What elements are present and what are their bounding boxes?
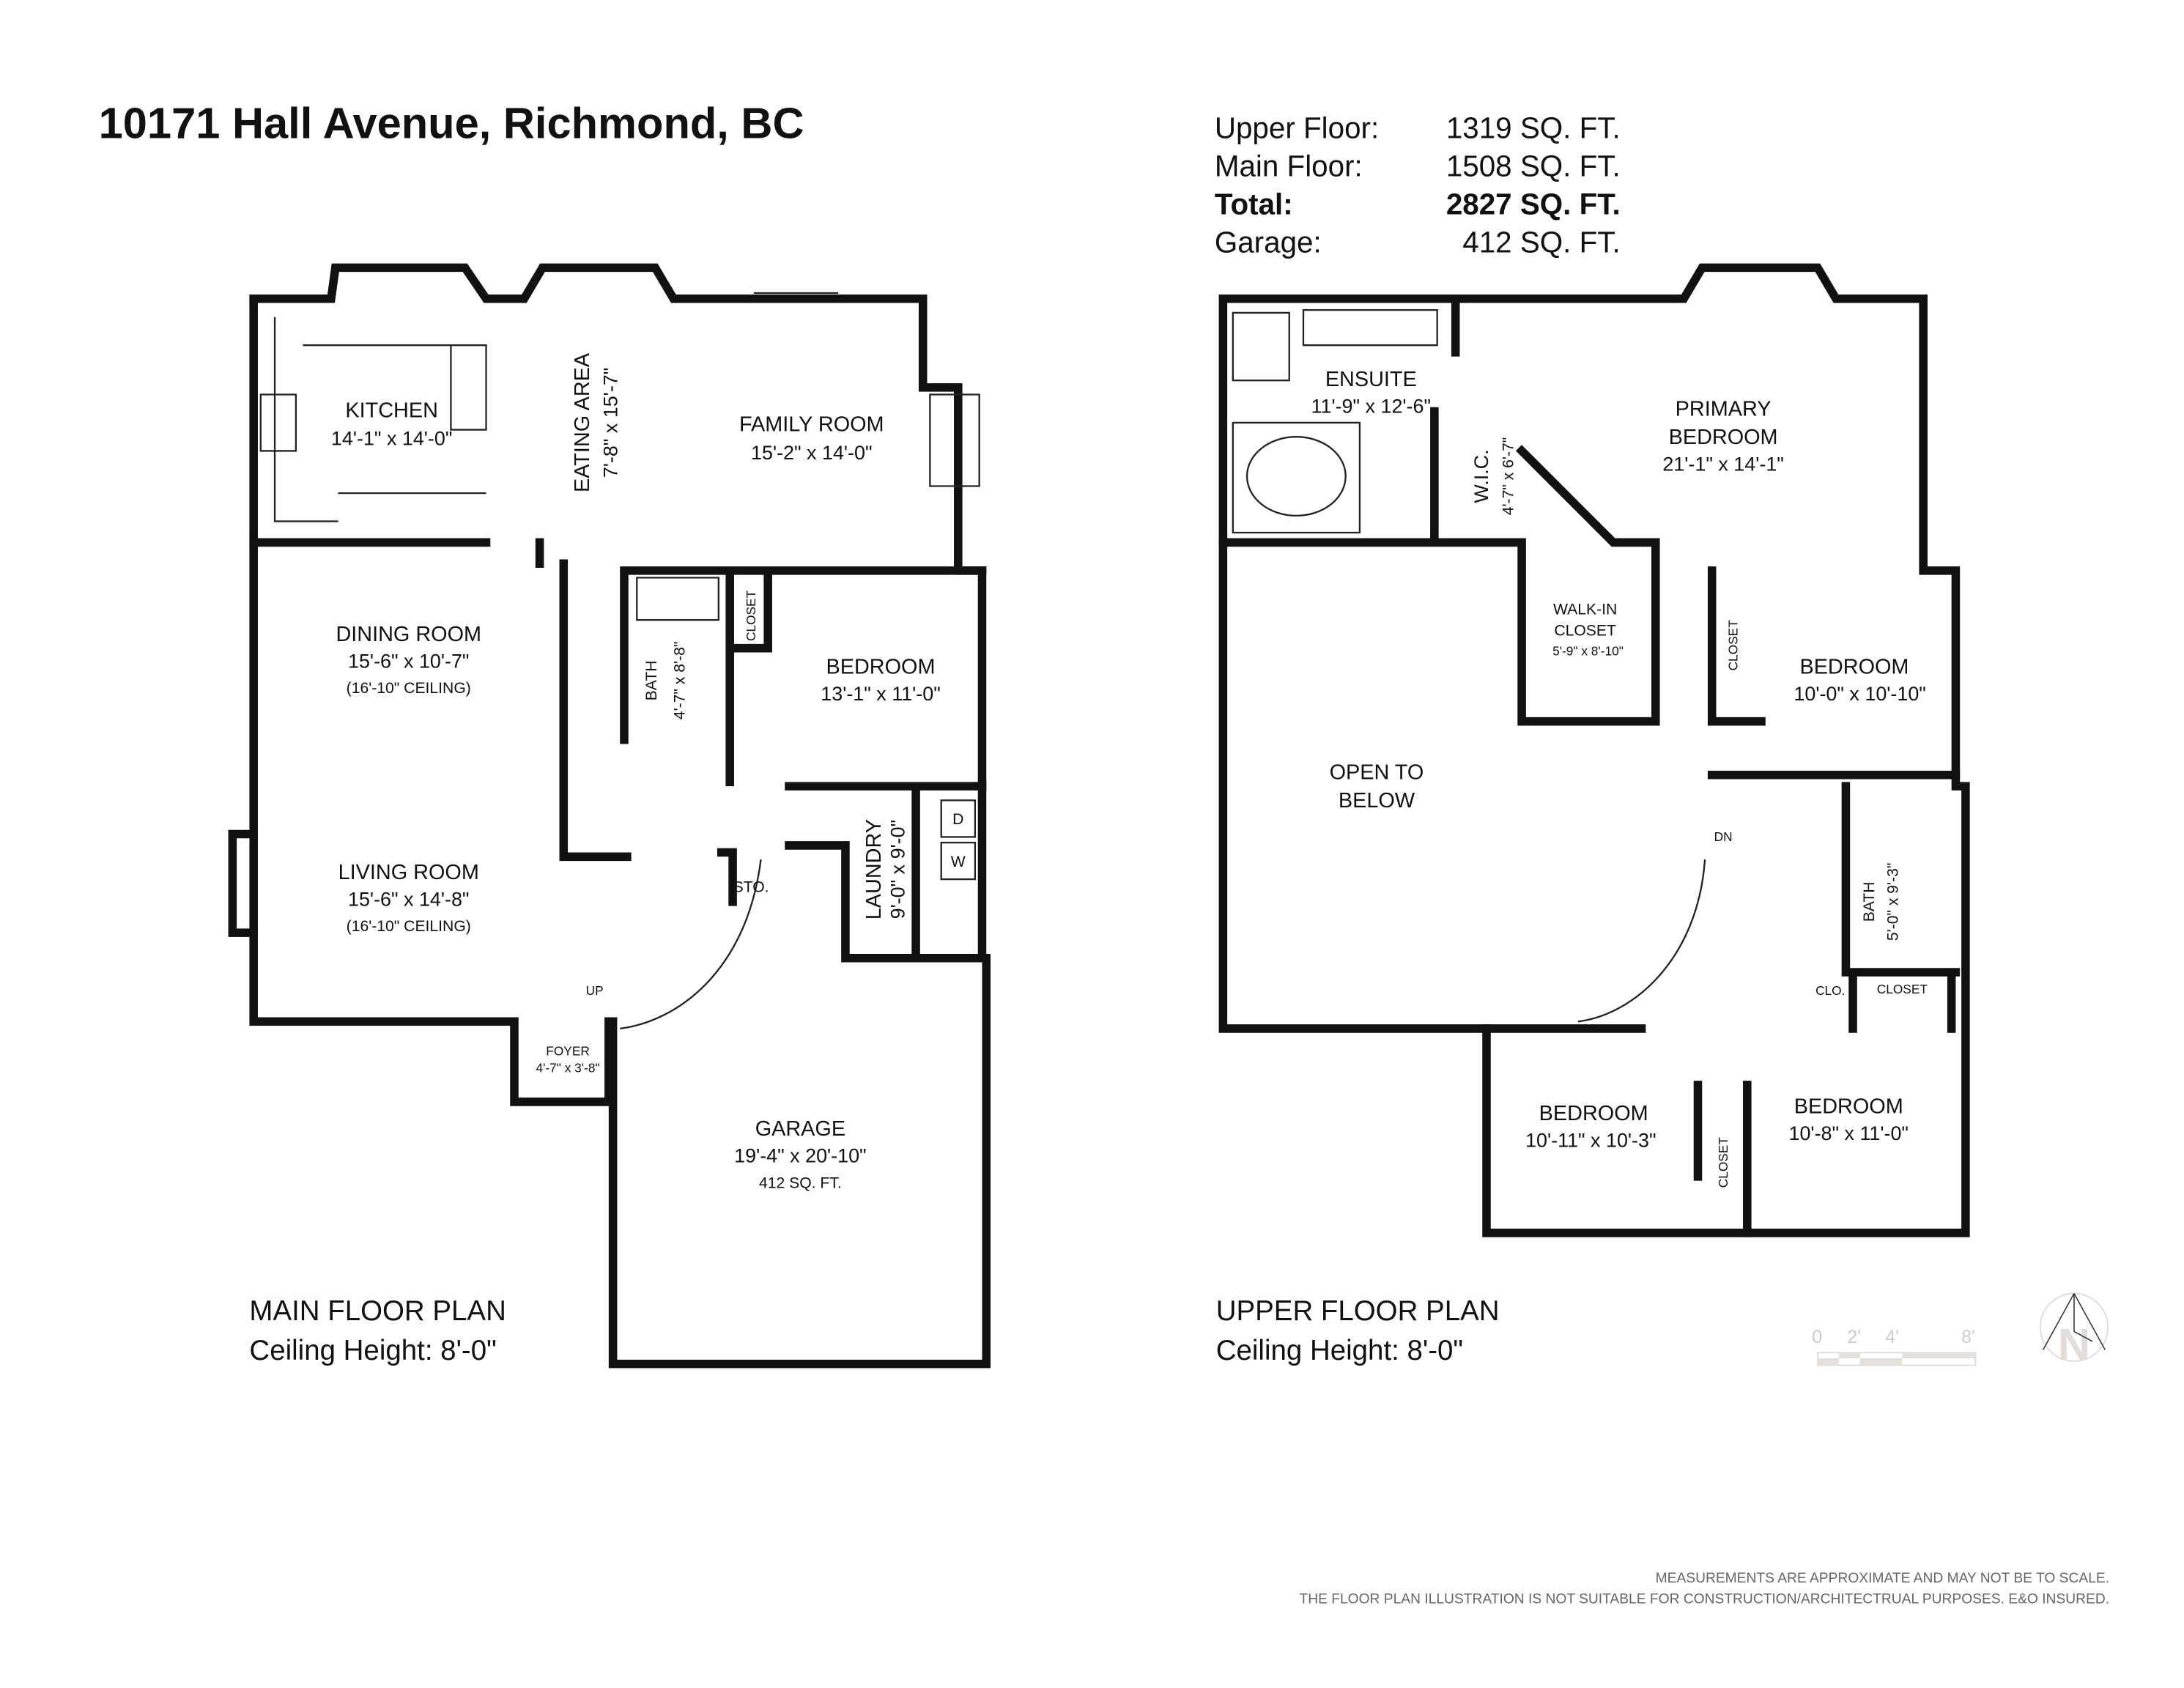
laundry-dim: 9'-0" x 9'-0" xyxy=(887,820,909,919)
eating-area-label: EATING AREA xyxy=(571,352,594,492)
disclaimer-line: THE FLOOR PLAN ILLUSTRATION IS NOT SUITA… xyxy=(1299,1592,2109,1607)
fireplace xyxy=(228,829,258,937)
stairs-down-label: DN xyxy=(1714,829,1733,844)
kitchen-label: KITCHEN xyxy=(345,399,438,422)
area-label: Main Floor: xyxy=(1215,149,1363,182)
living-room-dim: 15'-6" x 14'-8" xyxy=(348,889,469,911)
main-floor-plan: KITCHEN 14'-1" x 14'-0" EATING AREA 7'-8… xyxy=(228,263,991,1369)
bedroom-label: BEDROOM xyxy=(1794,1095,1903,1118)
bath-label: BATH xyxy=(643,661,660,701)
family-room-label: FAMILY ROOM xyxy=(739,413,884,437)
stairs-up-label: UP xyxy=(586,983,604,998)
garage-label: GARAGE xyxy=(755,1117,845,1141)
open-to-below-label: BELOW xyxy=(1339,789,1415,812)
eating-area-dim: 7'-8" x 15'-7" xyxy=(599,368,621,478)
dryer-icon xyxy=(940,799,977,838)
living-room-label: LIVING ROOM xyxy=(338,861,479,884)
primary-bedroom-label: BEDROOM xyxy=(1669,426,1778,449)
area-label: Garage: xyxy=(1215,225,1322,259)
scale-bar: 0 2' 4' 8' xyxy=(1812,1327,1977,1366)
dining-room-dim: 15'-6" x 10'-7" xyxy=(348,651,469,673)
dryer-label: D xyxy=(952,811,963,828)
scale-tick-label: 8' xyxy=(1961,1327,1975,1347)
scale-tick-label: 2' xyxy=(1847,1327,1861,1347)
area-summary: Upper Floor: 1319 SQ. FT. Main Floor: 15… xyxy=(1215,111,1621,259)
interior-wall xyxy=(1707,566,1961,1033)
area-value: 1319 SQ. FT. xyxy=(1446,111,1621,144)
area-label: Upper Floor: xyxy=(1215,111,1379,144)
walk-in-closet-label: CLOSET xyxy=(1554,622,1616,639)
scale-tick-label: 4' xyxy=(1885,1327,1899,1347)
open-to-below-label: OPEN TO xyxy=(1330,761,1424,785)
wic-dim: 4'-7" x 6'-7" xyxy=(1500,437,1517,516)
washer-icon xyxy=(940,841,977,881)
area-value: 2827 SQ. FT. xyxy=(1446,187,1621,221)
foyer-label: FOYER xyxy=(546,1043,590,1058)
closet-label: CLOSET xyxy=(744,590,758,641)
ensuite-dim: 11'-9" x 12'-6" xyxy=(1311,395,1432,417)
main-floor-heading: MAIN FLOOR PLAN xyxy=(249,1295,506,1327)
exterior-wall xyxy=(249,263,987,963)
interior-wall xyxy=(1218,294,1660,726)
foyer-dim: 4'-7" x 3'-8" xyxy=(536,1061,599,1076)
kitchen-counters xyxy=(273,292,839,522)
bedroom-dim: 10'-0" x 10'-10" xyxy=(1794,683,1925,705)
interior-wall xyxy=(717,785,987,963)
storage-label: STO. xyxy=(733,878,769,895)
exterior-wall xyxy=(1218,263,1970,1237)
ensuite-label: ENSUITE xyxy=(1325,368,1417,391)
dining-room-note: (16'-10" CEILING) xyxy=(347,680,471,697)
dining-room-label: DINING ROOM xyxy=(336,623,481,646)
clo-label: CLO. xyxy=(1815,983,1845,998)
compass-icon: N xyxy=(2039,1292,2109,1370)
staircase xyxy=(620,859,762,1030)
disclaimer-line: MEASUREMENTS ARE APPROXIMATE AND MAY NOT… xyxy=(1656,1571,2109,1586)
washer-label: W xyxy=(951,854,966,870)
bathtub-icon xyxy=(1245,436,1347,517)
closet-label: CLOSET xyxy=(1716,1137,1730,1188)
scale-tick-label: 0 xyxy=(1812,1327,1822,1347)
closet-label: CLOSET xyxy=(1877,982,1928,996)
bath-label: BATH xyxy=(1861,881,1878,922)
area-label: Total: xyxy=(1215,187,1293,221)
interior-wall xyxy=(620,566,987,791)
walk-in-closet-label: WALK-IN xyxy=(1553,601,1617,618)
fixtures xyxy=(259,393,980,621)
family-room-dim: 15'-2" x 14'-0" xyxy=(751,442,872,464)
upper-floor-plan: ENSUITE 11'-9" x 12'-6" PRIMARY BEDROOM … xyxy=(1216,263,1970,1366)
bath-dim: 5'-0" x 9'-3" xyxy=(1885,863,1902,941)
closet-label: CLOSET xyxy=(1725,620,1740,671)
garage-area: 412 SQ. FT. xyxy=(759,1174,842,1191)
main-floor-ceiling: Ceiling Height: 8'-0" xyxy=(249,1335,496,1366)
bedroom-label: BEDROOM xyxy=(1539,1102,1648,1125)
area-value: 412 SQ. FT. xyxy=(1462,225,1620,259)
upper-floor-heading: UPPER FLOOR PLAN xyxy=(1216,1295,1500,1327)
garage-wall xyxy=(608,954,991,1369)
area-value: 1508 SQ. FT. xyxy=(1446,149,1621,182)
ensuite-fixtures xyxy=(1232,308,1438,534)
primary-bedroom-label: PRIMARY xyxy=(1676,397,1772,421)
bedroom-dim: 13'-1" x 11'-0" xyxy=(821,683,941,705)
staircase xyxy=(1577,859,1706,1023)
interior-wall xyxy=(249,538,632,862)
bedroom-label: BEDROOM xyxy=(826,655,936,678)
primary-bedroom-dim: 21'-1" x 14'-1" xyxy=(1662,453,1783,475)
bedroom-dim: 10'-8" x 11'-0" xyxy=(1789,1122,1909,1144)
walk-in-closet-dim: 5'-9" x 8'-10" xyxy=(1552,643,1624,658)
page-title: 10171 Hall Avenue, Richmond, BC xyxy=(99,98,804,147)
kitchen-dim: 14'-1" x 14'-0" xyxy=(331,428,452,450)
garage-dim: 19'-4" x 20'-10" xyxy=(734,1145,866,1167)
living-room-note: (16'-10" CEILING) xyxy=(347,918,471,935)
wic-label: W.I.C. xyxy=(1470,449,1492,503)
interior-wall xyxy=(1482,1024,1752,1237)
upper-floor-ceiling: Ceiling Height: 8'-0" xyxy=(1216,1335,1463,1366)
laundry-label: LAUNDRY xyxy=(862,819,886,919)
bedroom-dim: 10'-11" x 10'-3" xyxy=(1525,1129,1656,1151)
bath-dim: 4'-7" x 8'-8" xyxy=(672,642,689,720)
bedroom-label: BEDROOM xyxy=(1799,655,1909,678)
